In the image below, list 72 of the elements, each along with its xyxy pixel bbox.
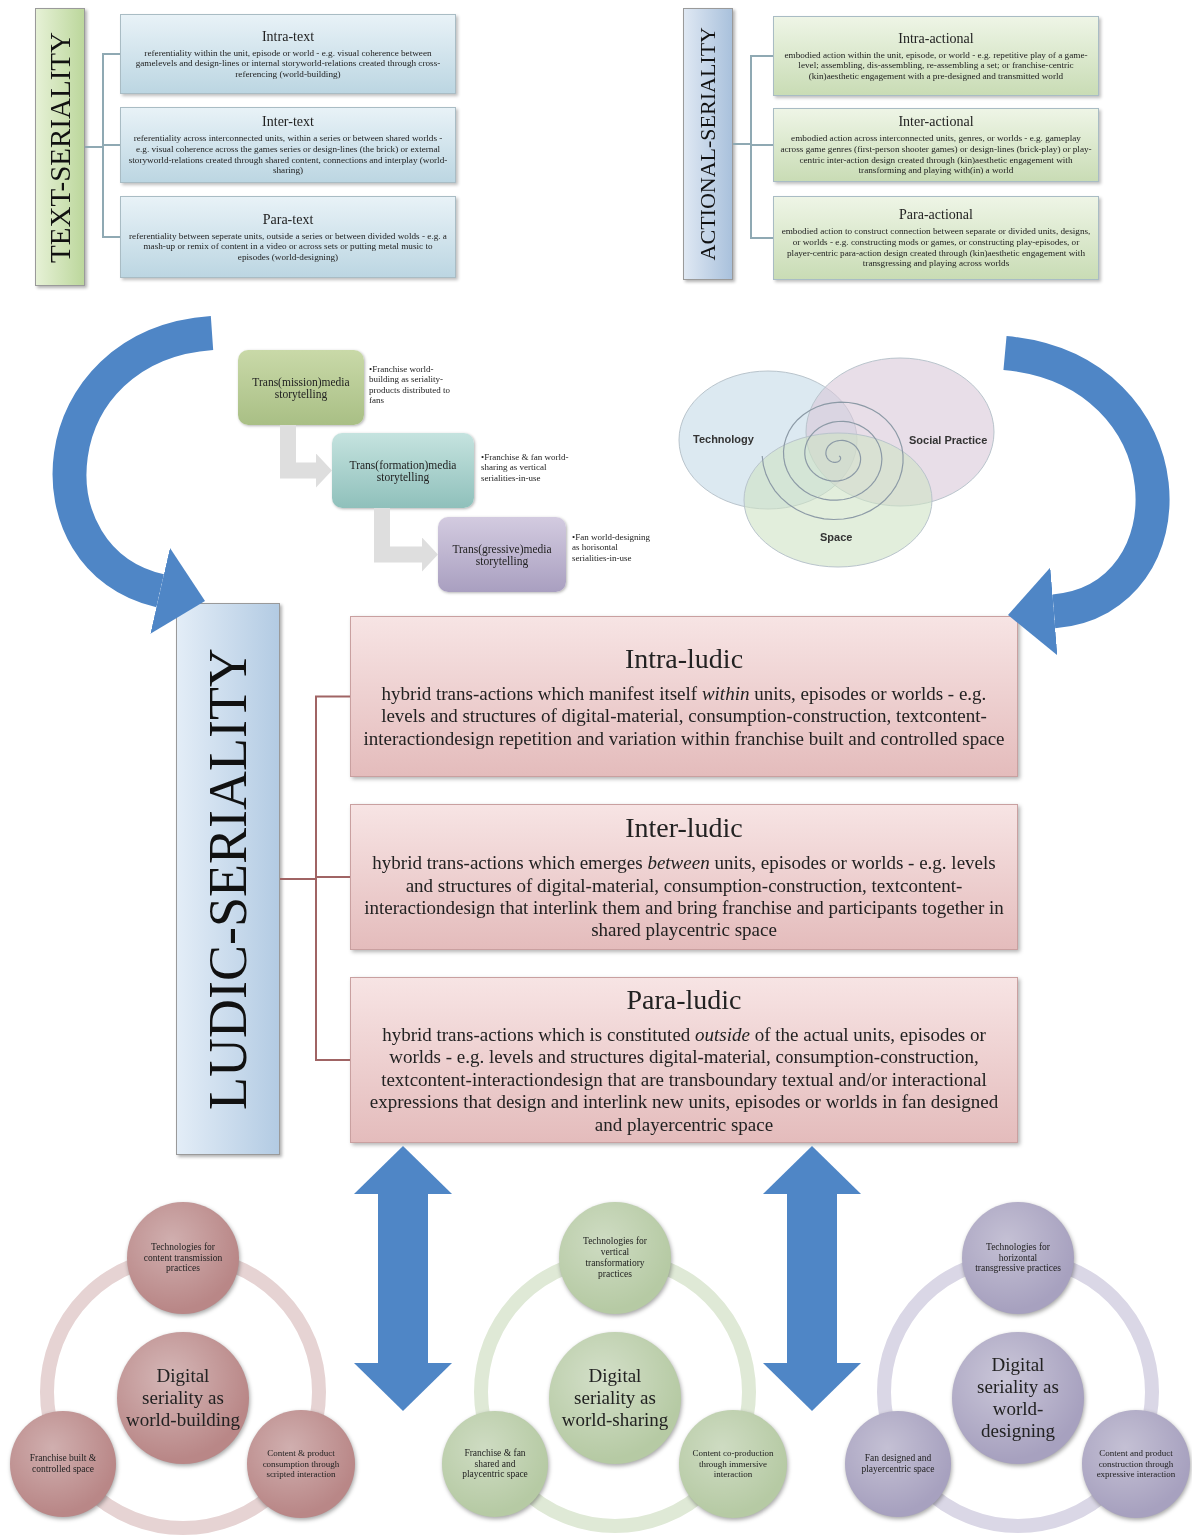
definition-box [120, 196, 456, 278]
box-heading: Inter-text [261, 114, 315, 131]
definition-box [120, 107, 456, 183]
box-description: hybrid trans-actions which is constituted outside of the actual units, episodes or worlds - e.g. levels and structures digital-material, consumption-construction, textcontent-interactiondesign that are transboundary textual and/or interactional expressions that design and interlink new units, episodes or worlds in fan designed and playercentric space [368, 1024, 1000, 1136]
bullet-note: •Franchise & fan world-sharing as vertical serialities-in-use [481, 452, 569, 484]
category-bar [683, 8, 733, 280]
process-box [238, 350, 364, 425]
box-heading: Intra-actional [897, 30, 975, 47]
circle-label: Content & product consumption through scripted interaction [261, 1448, 341, 1480]
definition-box [350, 977, 1018, 1143]
bullet-note: •Franchise world-building as seriality-products distributed to fans [369, 364, 451, 406]
process-box [332, 433, 474, 508]
box-heading: Inter-ludic [624, 812, 744, 845]
box-description: embodied action across interconnected units, genres, or worlds - e.g. gameplay across game genres (first-person shooter games) or design-lines (brick-play) or play-centric inter-action design created through (kin)aesthetic engagement with transforming and playing with(in) a world [780, 133, 1092, 176]
box-heading: Intra-ludic [623, 642, 745, 675]
category-label: ACTIONAL-SERIALITY [697, 27, 719, 261]
bullet-note: •Fan world-designing as horisontal serialities-in-use [572, 532, 651, 564]
circle-label: Digital seriality as world-sharing [560, 1365, 670, 1431]
box-heading: Intra-text [260, 28, 316, 45]
double-arrow [354, 1146, 452, 1411]
definition-box [773, 196, 1099, 280]
circle-label: Franchise & fan shared and playcentric space [461, 1447, 529, 1481]
concept-circle [952, 1332, 1084, 1464]
box-description: referentiality between seperate units, outside a series or between divided wolds - e.g. a mash-up or remix of content in a video or across sets or putting metal music to episodes (world-designing) [128, 230, 448, 263]
circle-label: Fan designed and playercentric space [860, 1453, 936, 1475]
circle-label: Digital seriality as world-building [125, 1365, 241, 1431]
flow-arrow [280, 425, 332, 488]
box-heading: Inter-actional [897, 114, 975, 131]
definition-box [773, 108, 1099, 182]
curved-arrow [1001, 336, 1169, 655]
double-arrow [763, 1146, 861, 1411]
box-description: hybrid trans-actions which emerges between units, episodes or worlds - e.g. levels and structures of digital-material, consumption-construction, textcontent-interactiondesign that interlink them and bring franchise and participants together in shared playcentric space [363, 852, 1005, 942]
box-description: embodied action to construct connection between separate or divided units, designs, or worlds - e.g. constructing mods or games, or constructing play-episodes, or player-centric para-action design created through (kin)aesthetic engagement with transgressing and playing across worlds [780, 226, 1092, 269]
venn-label: Space [820, 531, 853, 543]
definition-box [120, 14, 456, 94]
box-heading: Para-actional [898, 207, 974, 224]
box-heading: Para-ludic [625, 984, 743, 1016]
curved-arrow [53, 316, 215, 633]
concept-circle [549, 1332, 681, 1464]
venn-label: Technology [693, 433, 754, 445]
box-heading: Para-text [261, 211, 315, 228]
circle-label: Digital seriality as world-designing [976, 1354, 1060, 1442]
concept-circle [247, 1410, 355, 1518]
concept-circle [1082, 1410, 1190, 1518]
process-box [438, 517, 566, 592]
category-label: TEXT-SERIALITY [45, 31, 75, 263]
definition-box [773, 16, 1099, 96]
circle-label: Technologies for horizontal transgressive practices [975, 1241, 1061, 1275]
box-description: hybrid trans-actions which manifest itself within units, episodes or worlds - e.g. levels and structures of digital-material, consumption-construction, textcontent-interactiondesign repetition and variation within franchise built and controlled space [362, 682, 1006, 751]
category-bar [35, 8, 85, 286]
circle-label: Content co-production through immersive interaction [692, 1448, 774, 1480]
box-description: referentiality within the unit, episode or world - e.g. visual coherence between gamelevels and design-lines or internal storyworld-relations created through cross-referencing (world-building) [134, 47, 442, 80]
concept-circle [679, 1410, 787, 1518]
connector-line [84, 146, 121, 238]
category-bar [176, 603, 280, 1155]
process-label: Trans(mission)media storytelling [251, 375, 351, 400]
circle-label: Content and product construction through expressive interaction [1095, 1448, 1177, 1480]
connector-line [279, 878, 351, 1061]
connector-line [732, 143, 774, 239]
circle-label: Technologies for content transmission practices [142, 1241, 224, 1275]
circle-label: Technologies for vertical transformatiory practices [582, 1236, 648, 1280]
process-label: Trans(formation)media storytelling [348, 458, 458, 483]
box-description: embodied action within the unit, episode, or world - e.g. repetitive play of a game-level; assembling, dis-assembling, re-assembling a set; or franchise-centric (kin)aesthetic engagement with a pre-designed and transmitted world [783, 49, 1089, 82]
concept-circle [117, 1332, 249, 1464]
process-label: Trans(gressive)media storytelling [451, 542, 553, 567]
flow-arrow [374, 508, 438, 572]
category-label: LUDIC-SERIALITY [201, 648, 255, 1110]
box-description: referentiality across interconnected units, within a series or between shared worlds - e.g. visual coherence across the games series or design-lines (the brick) or external storyworld-relations created through shared content, connections and interplay (world-sharing) [127, 133, 449, 176]
definition-box [350, 804, 1018, 950]
venn-label: Social Practice [909, 434, 988, 446]
definition-box [350, 616, 1018, 777]
circle-label: Franchise built & controlled space [28, 1453, 98, 1475]
